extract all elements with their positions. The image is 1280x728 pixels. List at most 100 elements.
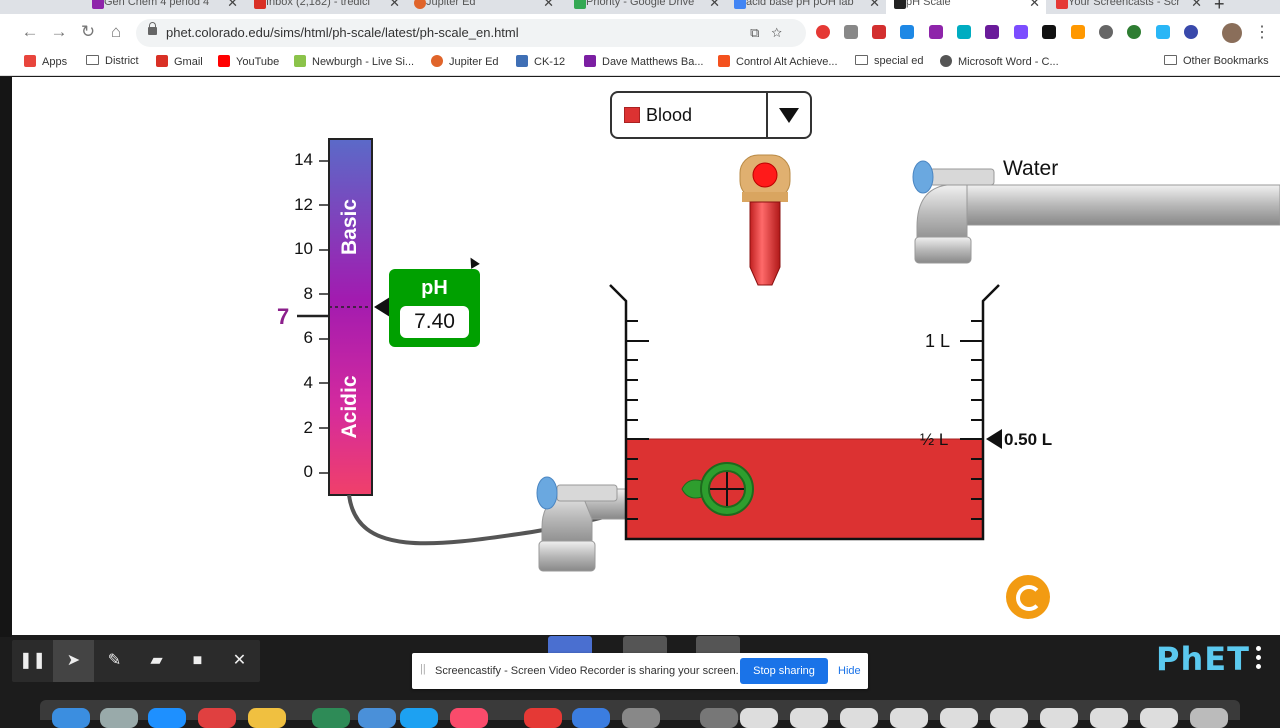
trash-icon[interactable] [1190,708,1228,728]
close-icon[interactable]: ✕ [232,652,247,669]
minimized-window[interactable] [990,708,1028,728]
tab-close-icon[interactable]: ✕ [543,0,554,10]
hide-button[interactable]: Hide [838,665,861,677]
profile-avatar[interactable] [1222,23,1242,43]
pen-icon[interactable]: ✎ [107,652,122,669]
app-store-icon[interactable] [400,708,438,728]
tab-close-icon[interactable]: ✕ [1191,0,1202,10]
dropdown-arrow-icon[interactable] [779,108,799,123]
extension-icon[interactable] [1099,25,1113,39]
screen-thumbnail[interactable] [623,636,667,656]
url-text[interactable]: phet.colorado.edu/sims/html/ph-scale/lat… [166,25,519,40]
camera-icon[interactable]: ■ [192,652,203,669]
tab-close-icon[interactable]: ✕ [389,0,400,10]
extension-icon[interactable] [1127,25,1141,39]
browser-menu-icon[interactable]: ⋮ [1254,24,1270,41]
bookmark-microsoft-word[interactable]: Microsoft Word - C... [940,55,1059,68]
extension-icon[interactable] [1156,25,1170,39]
extension-icon[interactable] [1042,25,1056,39]
preview-icon[interactable] [622,708,660,728]
bookmark-apps[interactable]: Apps [24,55,67,68]
extension-icon[interactable] [872,25,886,39]
bookmark-district[interactable]: District [86,55,139,67]
bookmark-ck12[interactable]: CK-12 [516,55,565,68]
drag-handle-icon[interactable]: || [420,663,426,675]
zoom-icon[interactable] [572,708,610,728]
ph-indicator-arrow [374,297,390,317]
keynote-icon[interactable] [358,708,396,728]
volume-indicator-arrow [986,429,1002,449]
minimized-window[interactable] [1140,708,1178,728]
bookmark-star-icon[interactable]: ⧉☆ [750,25,794,40]
minimized-window[interactable] [790,708,828,728]
bookmark-special-ed[interactable]: special ed [855,55,924,67]
tab-gen-chem[interactable]: Gen Chem 4 period 4 ✕ [84,0,244,14]
minimized-window[interactable] [940,708,978,728]
ph-meter-title: pH [421,277,448,299]
safari-icon[interactable] [148,708,186,728]
tab-screencasts[interactable]: Your Screencasts - Scr ✕ [1048,0,1208,14]
back-icon[interactable]: ← [21,22,39,41]
phet-menu-icon[interactable] [1256,646,1262,676]
tab-close-icon[interactable]: ✕ [1029,0,1040,10]
stop-sharing-button[interactable]: Stop sharing [740,658,828,684]
screen-thumbnail[interactable] [548,636,592,656]
bookmark-newburgh[interactable]: Newburgh - Live Si... [294,55,414,68]
extension-icon[interactable] [816,25,830,39]
solute-dropper[interactable] [739,154,791,286]
minimized-window[interactable] [840,708,878,728]
tab-close-icon[interactable]: ✕ [869,0,880,10]
water-faucet[interactable] [912,160,1280,264]
lock-icon [148,22,157,35]
minimized-window[interactable] [1040,708,1078,728]
calendar-icon[interactable] [198,708,236,728]
minimized-window[interactable] [1090,708,1128,728]
home-icon[interactable]: ⌂ [110,22,122,41]
extension-icon[interactable] [957,25,971,39]
screen-thumbnail[interactable] [696,636,740,656]
tab-close-icon[interactable]: ✕ [709,0,720,10]
reload-icon[interactable]: ↻ [80,22,96,41]
bookmark-other[interactable]: Other Bookmarks [1164,55,1269,67]
tab-priority-drive[interactable]: Priority - Google Drive ✕ [566,0,726,14]
numbers-icon[interactable] [312,708,350,728]
launchpad-icon[interactable] [100,708,138,728]
extension-icon[interactable] [1014,25,1028,39]
solute-dropdown[interactable]: Blood [610,91,812,139]
reset-all-button[interactable] [1006,575,1050,619]
notes-icon[interactable] [248,708,286,728]
bookmark-youtube[interactable]: YouTube [218,55,279,68]
phet-logo[interactable]: PhET [1156,640,1250,678]
finder-icon[interactable] [52,708,90,728]
minimized-window[interactable] [740,708,778,728]
extension-icon[interactable] [1184,25,1198,39]
tab-jupiter-ed[interactable]: Jupiter Ed ✕ [406,0,560,14]
bookmark-gmail[interactable]: Gmail [156,55,203,68]
drain-faucet[interactable] [536,476,627,572]
water-faucet-label: Water [1003,157,1059,180]
app-icon[interactable] [700,708,738,728]
extension-icon[interactable] [844,25,858,39]
bookmark-jupiter-ed[interactable]: Jupiter Ed [431,55,499,68]
bookmark-control-alt[interactable]: Control Alt Achieve... [718,55,838,68]
extension-icon[interactable] [985,25,999,39]
extension-icon[interactable] [929,25,943,39]
tab-inbox[interactable]: Inbox (2,182) - tredici ✕ [246,0,406,14]
minimized-window[interactable] [890,708,928,728]
eraser-icon[interactable]: ▰ [150,652,163,669]
ph-probe[interactable] [681,462,754,516]
pause-icon[interactable]: ❚❚ [19,652,46,669]
address-bar[interactable]: phet.colorado.edu/sims/html/ph-scale/lat… [136,19,806,47]
tab-close-icon[interactable]: ✕ [227,0,238,10]
new-tab-button[interactable]: + [1214,0,1225,14]
bookmark-dave-matthews[interactable]: Dave Matthews Ba... [584,55,704,68]
bookmark-label: Dave Matthews Ba... [602,56,704,68]
tab-acid-base-lab[interactable]: acid base pH pOH lab ✕ [726,0,886,14]
chrome-icon[interactable] [524,708,562,728]
pointer-icon[interactable]: ➤ [53,640,94,682]
extension-icon[interactable] [1071,25,1085,39]
extension-icon[interactable] [900,25,914,39]
tab-ph-scale[interactable]: pH Scale ✕ [886,0,1046,14]
music-icon[interactable] [450,708,488,728]
forward-icon[interactable]: → [50,22,68,41]
